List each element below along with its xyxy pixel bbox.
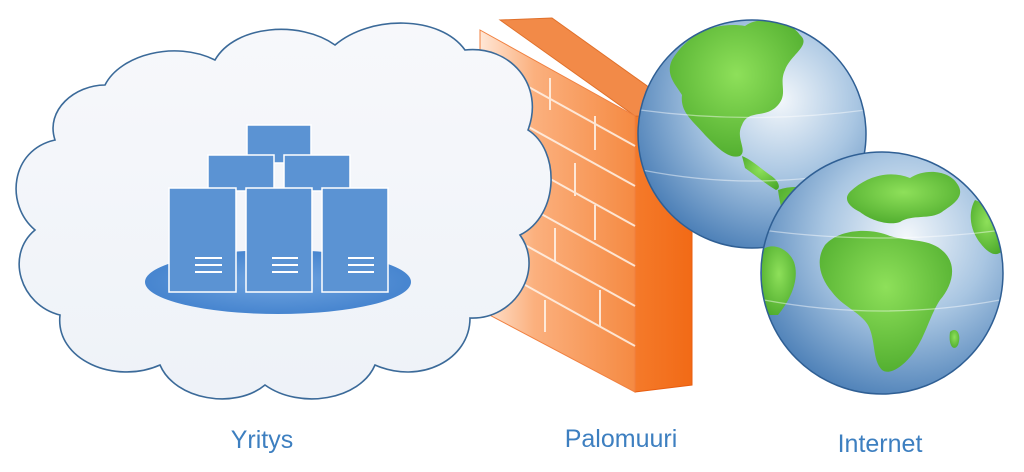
internet-label: Internet	[837, 430, 923, 458]
server-cluster-icon	[145, 124, 411, 314]
firewall-label: Palomuuri	[564, 425, 678, 453]
company-label: Yritys	[230, 426, 294, 454]
globe-icon	[760, 151, 1004, 395]
